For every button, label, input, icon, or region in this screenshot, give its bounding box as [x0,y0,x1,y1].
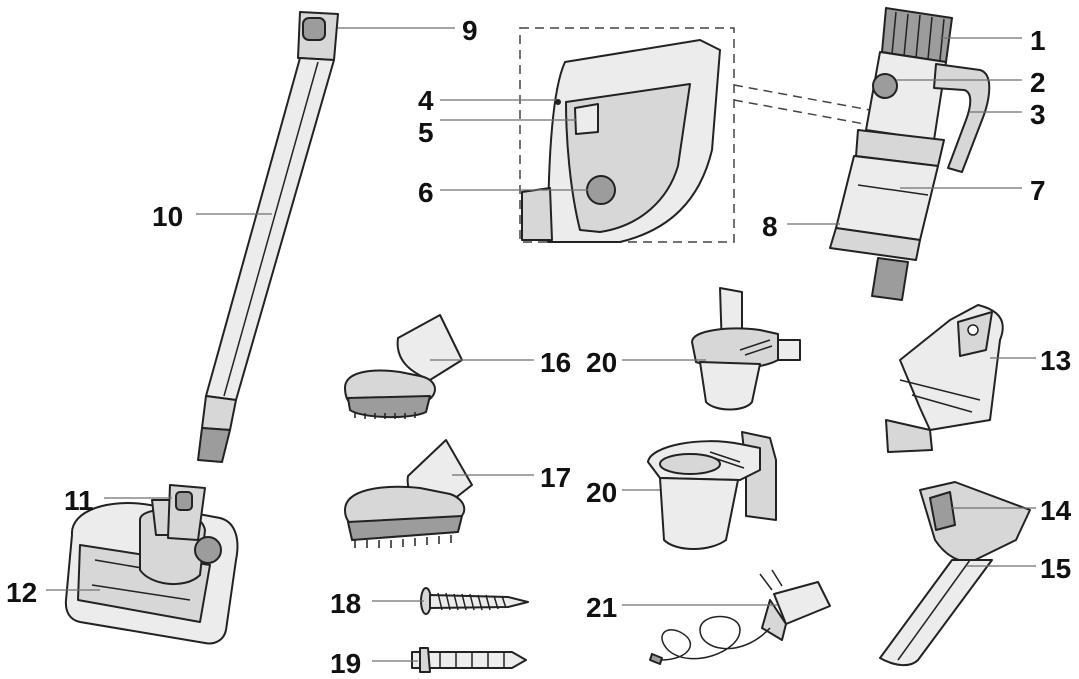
callout-10: 10 [152,201,183,232]
callout-19: 19 [330,648,361,679]
crevice-tool [879,481,1031,666]
charger [649,569,831,665]
callout-2: 2 [1030,67,1046,98]
wall-screw [420,587,529,615]
callout-7: 7 [1030,175,1046,206]
brush-tool-small [344,314,463,419]
leader-lines [46,27,1036,662]
callout-3: 3 [1030,99,1046,130]
callout-5: 5 [418,117,434,148]
wall-bracket-upper [691,287,801,411]
floor-brush-wheel [194,536,222,564]
floor-brush-release-button [175,491,193,511]
callout-6: 6 [418,177,434,208]
callout-14: 14 [1040,495,1072,526]
callout-numbers: 9 1 2 3 4 5 6 7 8 10 11 12 13 14 15 16 1… [6,15,1072,679]
detail-view [519,27,871,243]
callout-4: 4 [418,85,434,116]
callout-18: 18 [330,588,361,619]
callout-20-lower: 20 [586,477,617,508]
bracket-cup-opening [659,453,721,475]
callout-17: 17 [540,462,571,493]
callout-16: 16 [540,347,571,378]
callout-11: 11 [64,485,94,516]
callout-9: 9 [462,15,478,46]
brush-tool-large [344,439,473,548]
floor-brush [64,484,239,645]
callout-21: 21 [586,592,617,623]
callout-12: 12 [6,577,37,608]
tube-release-button [302,17,326,41]
wall-plug [411,647,527,673]
extension-tube [197,11,339,463]
detail-frame [519,27,735,243]
callout-8: 8 [762,211,778,242]
callout-15: 15 [1040,553,1071,584]
power-button [872,73,898,99]
callout-20-upper: 20 [586,347,617,378]
wall-bracket-lower [647,431,777,550]
side-holder [885,304,1004,453]
callout-13: 13 [1040,345,1071,376]
detail-button [586,175,616,205]
handheld-unit [829,7,991,301]
callout-1: 1 [1030,25,1046,56]
